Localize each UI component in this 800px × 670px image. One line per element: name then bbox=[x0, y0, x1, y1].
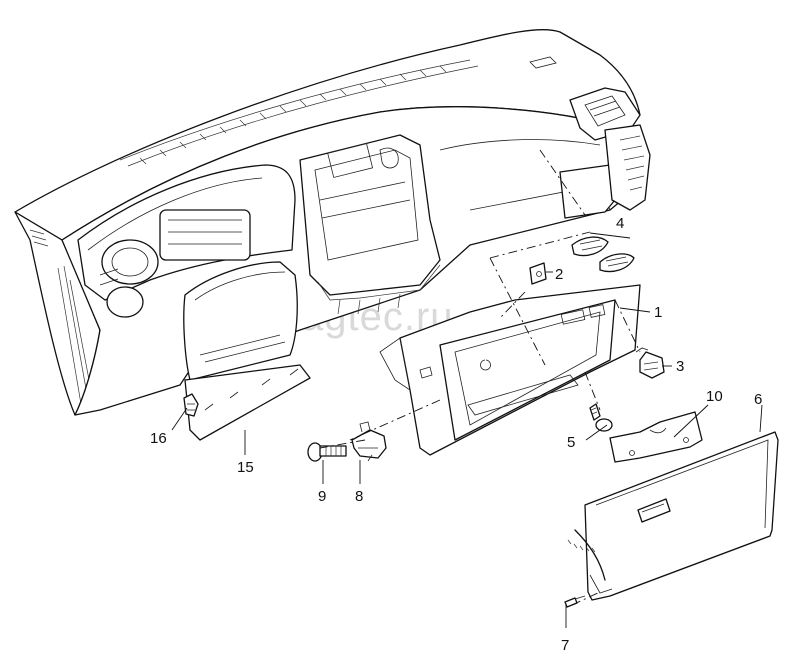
dashboard-panel bbox=[14, 29, 651, 416]
air-vent-parts bbox=[571, 232, 635, 273]
callout-5: 5 bbox=[567, 434, 575, 451]
callout-15: 15 bbox=[237, 459, 254, 476]
callout-7: 7 bbox=[561, 637, 569, 654]
leader-lines bbox=[171, 271, 763, 628]
glove-box-lid bbox=[567, 431, 779, 601]
callout-10: 10 bbox=[706, 388, 723, 405]
bracket-part bbox=[529, 262, 547, 285]
screw-part-7 bbox=[564, 595, 586, 608]
screw-part-9 bbox=[307, 442, 347, 462]
callout-6: 6 bbox=[754, 391, 762, 408]
push-fastener-part bbox=[635, 347, 665, 379]
lower-trim-panel-left bbox=[184, 364, 311, 441]
callout-9: 9 bbox=[318, 488, 326, 505]
callout-2: 2 bbox=[555, 266, 563, 283]
callout-16: 16 bbox=[150, 430, 167, 447]
assembly-lines bbox=[319, 149, 641, 606]
callout-8: 8 bbox=[355, 488, 363, 505]
latch-part bbox=[351, 421, 387, 462]
callout-labels: 1 2 3 4 5 6 7 8 9 10 15 16 bbox=[150, 215, 762, 654]
clip-part bbox=[183, 393, 199, 417]
callout-4: 4 bbox=[616, 215, 624, 232]
callout-1: 1 bbox=[654, 304, 662, 321]
callout-3: 3 bbox=[676, 358, 684, 375]
lid-inner-cover bbox=[609, 411, 703, 463]
screw-part-5 bbox=[589, 403, 613, 432]
glove-box-housing bbox=[379, 284, 641, 456]
